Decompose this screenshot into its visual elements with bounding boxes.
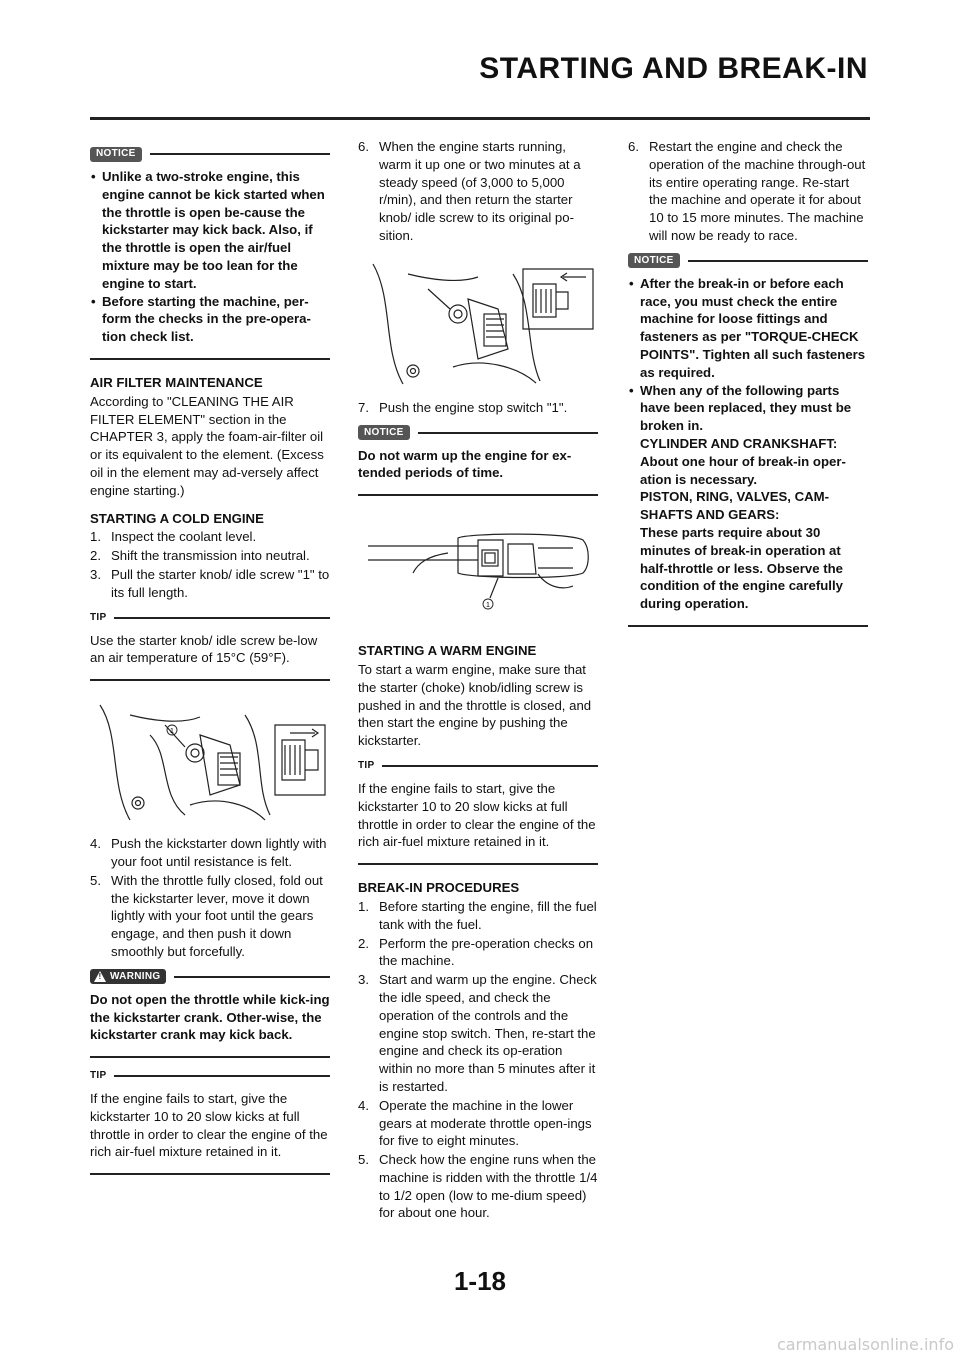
list-item: 5.With the throttle fully closed, fold o… — [90, 872, 323, 959]
list-item: 1.Inspect the coolant level. — [90, 529, 257, 545]
header-rule — [90, 117, 870, 120]
notice-bullet: •After the break-in or before each race,… — [629, 275, 866, 380]
warning-icon: ! — [94, 971, 106, 983]
list-item: 1.Before starting the engine, fill the f… — [358, 898, 597, 932]
notice-text: Do not warm up the engine for ex-tended … — [358, 447, 572, 481]
tip-label: TIP — [90, 611, 107, 623]
list-item: 4.Push the kickstarter down lightly with… — [90, 836, 327, 869]
section-heading: STARTING A WARM ENGINE — [358, 643, 537, 659]
notice-box-3: NOTICE •After the break-in or before eac… — [628, 253, 868, 627]
paragraph: According to "CLEANING THE AIR FILTER EL… — [90, 393, 324, 498]
notice-badge: NOTICE — [358, 425, 410, 441]
warning-box: !WARNING Do not open the throttle while … — [90, 969, 330, 1059]
tip-box-2: TIP If the engine fails to start, give t… — [90, 1068, 330, 1176]
tip-text: If the engine fails to start, give the k… — [358, 780, 596, 850]
notice-box-1: NOTICE •Unlike a two-stroke engine, this… — [90, 146, 330, 360]
column-left: NOTICE •Unlike a two-stroke engine, this… — [90, 138, 330, 1185]
column-middle: 6.When the engine starts running, warm i… — [358, 138, 598, 1223]
column-right: 6.Restart the engine and check the opera… — [628, 138, 868, 637]
illustration-starter-return — [358, 259, 598, 389]
section-heading: STARTING A COLD ENGINE — [90, 510, 264, 526]
watermark: carmanualsonline.info — [776, 1335, 954, 1354]
notice-subline: These parts require about 30 minutes of … — [640, 524, 843, 612]
list-item: 2.Perform the pre-operation checks on th… — [358, 935, 594, 969]
notice-box-2: NOTICE Do not warm up the engine for ex-… — [358, 425, 598, 497]
notice-subline: PISTON, RING, VALVES, CAM-SHAFTS AND GEA… — [640, 489, 830, 523]
warning-text: Do not open the throttle while kick-ing … — [90, 991, 330, 1043]
tip-text: If the engine fails to start, give the k… — [90, 1091, 328, 1160]
list-item: 5.Check how the engine runs when the mac… — [358, 1152, 598, 1221]
callout-1: 1 — [170, 728, 174, 735]
page-title: STARTING AND BREAK-IN — [479, 52, 868, 85]
starter-return-drawing — [372, 263, 594, 385]
notice-bullet: •Before starting the machine, per-form t… — [91, 293, 311, 345]
list-item: 4.Operate the machine in the lower gears… — [358, 1097, 592, 1149]
tip-box-1: TIP Use the starter knob/ idle screw be-… — [90, 610, 330, 682]
illustration-starter-knob: 1 — [90, 695, 330, 825]
page-number: 1-18 — [453, 1266, 507, 1296]
list-item: 6.When the engine starts running, warm i… — [358, 139, 581, 243]
tip-label: TIP — [90, 1070, 107, 1082]
tip-text: Use the starter knob/ idle screw be-low … — [90, 632, 318, 666]
section-heading: AIR FILTER MAINTENANCE — [90, 374, 263, 390]
notice-bullet: •Unlike a two-stroke engine, this engine… — [91, 169, 325, 291]
list-item: 7.Push the engine stop switch "1". — [358, 399, 568, 415]
illustration-stop-switch: 1 — [358, 518, 598, 628]
starter-knob-drawing: 1 — [99, 704, 326, 821]
list-item: 3.Pull the starter knob/ idle screw "1" … — [90, 566, 330, 600]
list-item: 2.Shift the transmission into neutral. — [90, 548, 310, 564]
warning-badge: !WARNING — [90, 969, 167, 985]
tip-box-3: TIP If the engine fails to start, give t… — [358, 758, 598, 866]
notice-subline: CYLINDER AND CRANKSHAFT: — [640, 435, 838, 451]
list-item: 3.Start and warm up the engine. Check th… — [358, 972, 597, 1094]
notice-bullet: •When any of the following parts have be… — [629, 382, 852, 434]
tip-label: TIP — [358, 760, 375, 772]
notice-badge: NOTICE — [90, 146, 142, 162]
section-heading: BREAK-IN PROCEDURES — [358, 880, 520, 896]
callout-1: 1 — [486, 602, 490, 609]
notice-subline: About one hour of break-in oper-ation is… — [640, 453, 846, 487]
list-item: 6.Restart the engine and check the opera… — [628, 139, 866, 243]
paragraph: To start a warm engine, make sure that t… — [358, 661, 592, 749]
stop-switch-drawing: 1 — [368, 533, 589, 610]
notice-badge: NOTICE — [628, 253, 680, 269]
